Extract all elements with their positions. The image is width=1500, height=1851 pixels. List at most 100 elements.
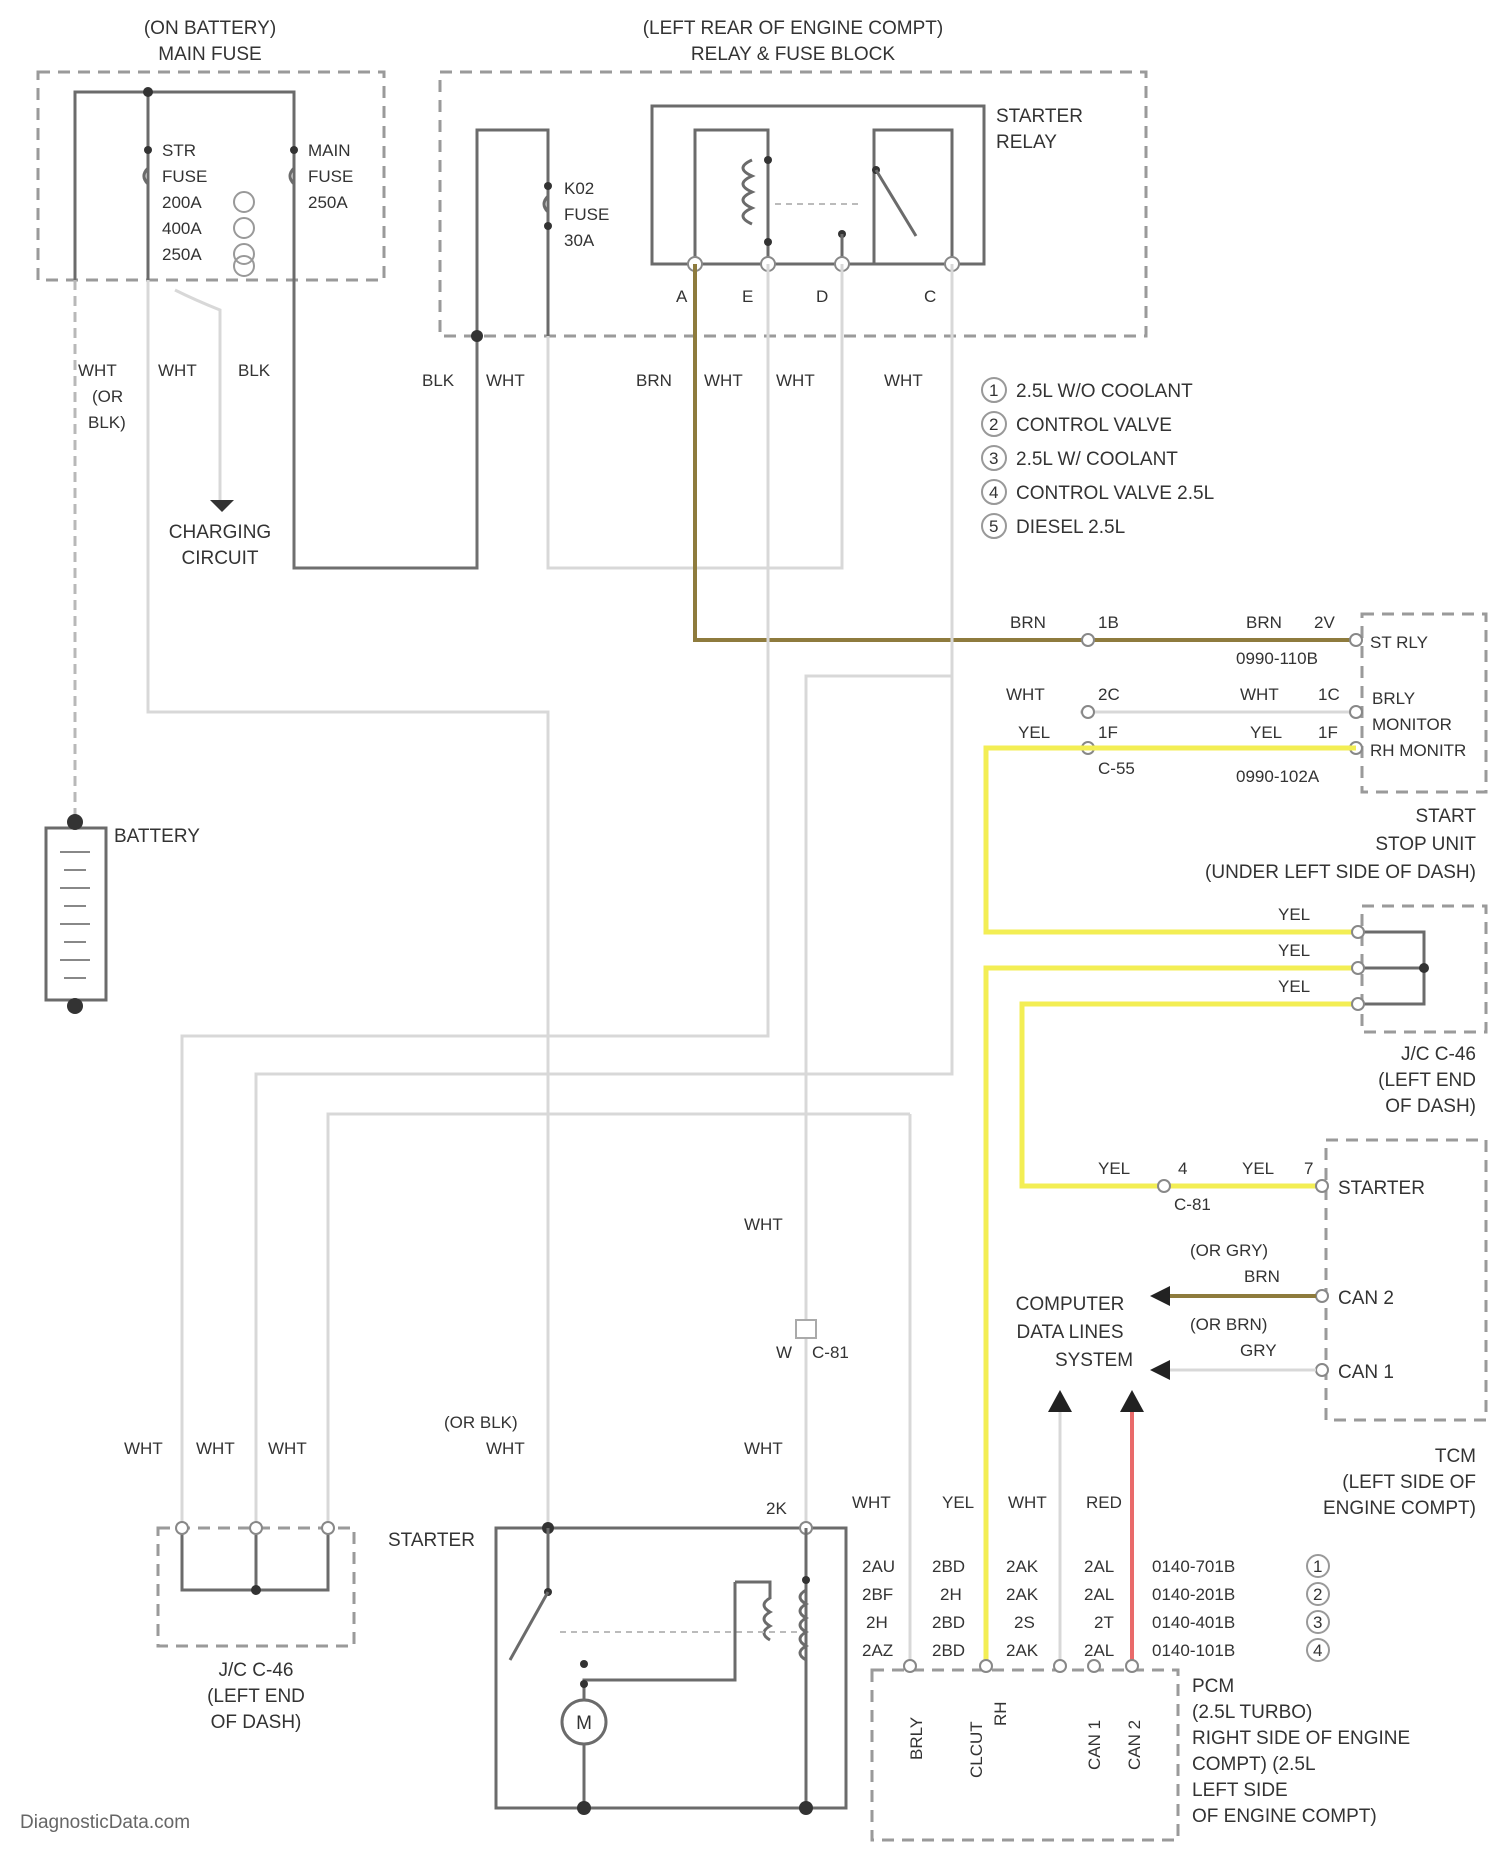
wire-wht-7: WHT bbox=[704, 371, 743, 390]
lower-wht-2: WHT bbox=[196, 1439, 235, 1458]
tcm-yel-left: YEL bbox=[1098, 1159, 1130, 1178]
motor-symbol: M bbox=[576, 1713, 592, 1734]
wire-blk-4: BLK bbox=[422, 371, 455, 390]
relay-pin-d: D bbox=[816, 287, 828, 306]
pcm-header-wht-1: WHT bbox=[852, 1493, 891, 1512]
ss-pin-left-1: 1B bbox=[1098, 613, 1119, 632]
tcm-or-brn: (OR BRN) bbox=[1190, 1315, 1267, 1334]
main-fuse-word: FUSE bbox=[308, 167, 353, 186]
pcm-title-1: PCM bbox=[1192, 1676, 1234, 1697]
pcm-r1-num: 1 bbox=[1313, 1557, 1322, 1576]
relay-pin-c: C bbox=[924, 287, 936, 306]
lower-wht-or: WHT bbox=[486, 1439, 525, 1458]
jc-left-line-2: (LEFT END bbox=[207, 1686, 305, 1707]
legend-text-3: 2.5L W/ COOLANT bbox=[1016, 449, 1178, 470]
pcm-title-5: LEFT SIDE bbox=[1192, 1780, 1288, 1801]
lower-wht-1: WHT bbox=[124, 1439, 163, 1458]
legend-text-4: CONTROL VALVE 2.5L bbox=[1016, 483, 1214, 504]
legend-num-5: 5 bbox=[989, 517, 998, 536]
tcm-can2: CAN 2 bbox=[1338, 1288, 1394, 1309]
jc-right-line-1: J/C C-46 bbox=[1401, 1044, 1476, 1065]
pcm-title-6: OF ENGINE COMPT) bbox=[1192, 1806, 1377, 1827]
ss-conn-2: 0990-102A bbox=[1236, 767, 1320, 786]
ss-title-1: START bbox=[1415, 806, 1476, 827]
wire-wht-8: WHT bbox=[776, 371, 815, 390]
ss-pin-left-2: 2C bbox=[1098, 685, 1120, 704]
legend: 1 2.5L W/O COOLANT 2 CONTROL VALVE 3 2.5… bbox=[982, 378, 1214, 538]
charging-circuit-2: CIRCUIT bbox=[181, 548, 258, 569]
str-fuse-rating-2: 400A bbox=[162, 219, 202, 238]
pcm-pin-can2: CAN 2 bbox=[1125, 1720, 1144, 1770]
pcm-r1-conn: 0140-701B bbox=[1152, 1557, 1235, 1576]
tcm-or-gry: (OR GRY) bbox=[1190, 1241, 1268, 1260]
ss-conn-c: C-55 bbox=[1098, 759, 1135, 778]
pcm-pin-rh: RH bbox=[991, 1701, 1010, 1726]
k02-fuse-word: FUSE bbox=[564, 205, 609, 224]
jc-c46-right: YEL YEL YEL J/C C-46 (LEFT END OF DASH) bbox=[1278, 905, 1486, 1117]
starter-motor: STARTER M bbox=[388, 1522, 846, 1815]
relay-pin-a: A bbox=[676, 287, 688, 306]
pcm-title-4: COMPT) (2.5L bbox=[1192, 1754, 1316, 1775]
jc-right-yel-1: YEL bbox=[1278, 905, 1310, 924]
pcm-r1-c3: 2AK bbox=[1006, 1557, 1039, 1576]
lower-wht: WHT bbox=[744, 1439, 783, 1458]
pcm-r3-num: 3 bbox=[1313, 1613, 1322, 1632]
pcm-pin-clcut: CLCUT bbox=[967, 1721, 986, 1778]
relay-block-title-2: RELAY & FUSE BLOCK bbox=[691, 44, 895, 65]
ss-wht-right: WHT bbox=[1240, 685, 1279, 704]
ss-title-2: STOP UNIT bbox=[1375, 834, 1476, 855]
starter-relay-label-1: STARTER bbox=[996, 106, 1083, 127]
lower-wht-3: WHT bbox=[268, 1439, 307, 1458]
tcm-title-1: TCM bbox=[1435, 1446, 1476, 1467]
pcm-header-red: RED bbox=[1086, 1493, 1122, 1512]
wire-wht-9: WHT bbox=[884, 371, 923, 390]
legend-num-2: 2 bbox=[989, 415, 998, 434]
jc-right-line-3: OF DASH) bbox=[1385, 1096, 1476, 1117]
ss-pin-left-3: 1F bbox=[1098, 723, 1118, 742]
pcm-connector-table: WHT YEL WHT RED 2AU 2BD 2AK 2AL 0140-701… bbox=[852, 1493, 1329, 1661]
pcm-r3-c3: 2S bbox=[1014, 1613, 1035, 1632]
main-fuse-block: (ON BATTERY) MAIN FUSE STR FUSE 200A 400… bbox=[38, 18, 384, 280]
ss-wht-left: WHT bbox=[1006, 685, 1045, 704]
wire-or-label: (OR bbox=[92, 387, 123, 406]
legend-text-2: CONTROL VALVE bbox=[1016, 415, 1172, 436]
pcm-r2-c3: 2AK bbox=[1006, 1585, 1039, 1604]
legend-num-1: 1 bbox=[989, 381, 998, 400]
main-fuse-title-2: MAIN FUSE bbox=[158, 44, 261, 65]
ss-pin-right-2: 1C bbox=[1318, 685, 1340, 704]
jc-left-line-1: J/C C-46 bbox=[219, 1660, 294, 1681]
main-fuse-title-1: (ON BATTERY) bbox=[144, 18, 276, 39]
wire-wht-2: WHT bbox=[158, 361, 197, 380]
str-fuse-word: FUSE bbox=[162, 167, 207, 186]
pcm-title-3: RIGHT SIDE OF ENGINE bbox=[1192, 1728, 1410, 1749]
pcm-r4-num: 4 bbox=[1313, 1641, 1322, 1660]
pcm-header-yel: YEL bbox=[942, 1493, 974, 1512]
pcm-r3-conn: 0140-401B bbox=[1152, 1613, 1235, 1632]
pcm-r4-c1: 2AZ bbox=[862, 1641, 893, 1660]
charging-circuit-1: CHARGING bbox=[169, 522, 271, 543]
lower-conn-c81: C-81 bbox=[812, 1343, 849, 1362]
legend-num-3: 3 bbox=[989, 449, 998, 468]
pcm-header-wht-2: WHT bbox=[1008, 1493, 1047, 1512]
ss-brn-right: BRN bbox=[1246, 613, 1282, 632]
pcm-r4-c3: 2AK bbox=[1006, 1641, 1039, 1660]
tcm-title-2: (LEFT SIDE OF bbox=[1342, 1472, 1476, 1493]
legend-text-1: 2.5L W/O COOLANT bbox=[1016, 381, 1193, 402]
ss-yel-right: YEL bbox=[1250, 723, 1282, 742]
pcm-r2-conn: 0140-201B bbox=[1152, 1585, 1235, 1604]
ss-pin-right-3: 1F bbox=[1318, 723, 1338, 742]
lower-or-blk: (OR BLK) bbox=[444, 1413, 518, 1432]
pcm-r2-c1: 2BF bbox=[862, 1585, 893, 1604]
ss-yel-left: YEL bbox=[1018, 723, 1050, 742]
cdls-line-1: COMPUTER bbox=[1016, 1294, 1125, 1315]
ss-title-3: (UNDER LEFT SIDE OF DASH) bbox=[1205, 862, 1476, 883]
pcm-r2-num: 2 bbox=[1313, 1585, 1322, 1604]
jc-right-yel-2: YEL bbox=[1278, 941, 1310, 960]
pcm-pin-brly: BRLY bbox=[907, 1717, 926, 1760]
battery-label: BATTERY bbox=[114, 826, 200, 847]
ss-pin-right-1: 2V bbox=[1314, 613, 1335, 632]
pcm-r3-c4: 2T bbox=[1094, 1613, 1114, 1632]
relay-block-title-1: (LEFT REAR OF ENGINE COMPT) bbox=[643, 18, 944, 39]
pcm-r1-c2: 2BD bbox=[932, 1557, 965, 1576]
